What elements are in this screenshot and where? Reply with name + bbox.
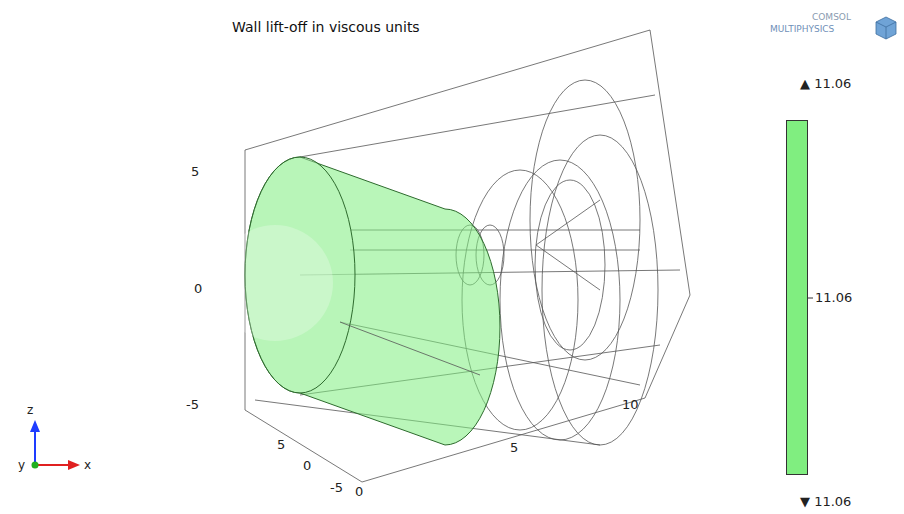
colorbar [786,120,808,475]
wall-cylinder [217,157,500,445]
colorbar-tick [808,298,813,299]
plot-title: Wall lift-off in viscous units [232,20,420,34]
colorbar-label: 11.06 [815,291,852,304]
colorbar-max: ▲ 11.06 [800,77,851,90]
x-tick: 0 [355,485,363,498]
axis-letter: y [18,459,25,471]
logo-text: COMSOL [812,13,851,22]
logo-text: MULTIPHYSICS [770,25,834,34]
y-tick: -5 [330,481,343,494]
z-tick: 5 [191,165,199,178]
z-tick: -5 [186,398,199,411]
axis-triad [30,420,80,470]
x-tick: 5 [510,441,518,454]
logo-icon [876,17,896,39]
x-tick: 10 [622,398,639,411]
axis-letter: x [84,459,91,471]
y-tick: 0 [303,459,311,472]
colorbar-min: ▼ 11.06 [800,495,851,508]
axis-letter: z [27,404,33,416]
y-tick: 5 [277,438,285,451]
z-tick: 0 [194,282,202,295]
